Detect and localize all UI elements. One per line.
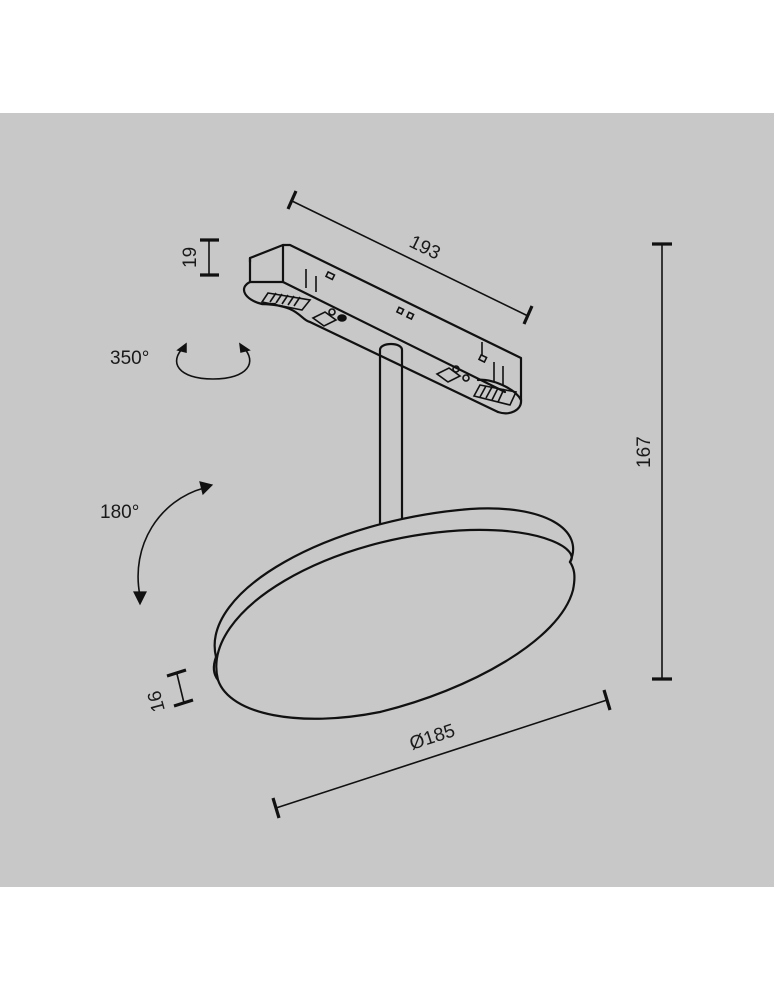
disc-head — [212, 507, 576, 720]
dimension-diameter-185: Ø185 — [271, 689, 612, 819]
dimension-diameter-185-label: Ø185 — [407, 720, 458, 754]
drawing-background — [0, 113, 774, 887]
rotation-350: 350° — [110, 342, 251, 380]
dimension-19-label: 19 — [180, 247, 201, 268]
dimension-19: 19 — [180, 238, 219, 277]
rotation-350-label: 350° — [110, 348, 149, 369]
rotation-180: 180° — [100, 481, 214, 606]
rotation-350-arrow-icon — [175, 346, 251, 380]
dimension-167: 167 — [634, 242, 672, 681]
track-adapter — [242, 243, 523, 415]
dimension-16: 16 — [144, 668, 194, 714]
dimension-167-label: 167 — [634, 436, 655, 468]
rotation-180-arrow-icon — [137, 487, 205, 597]
stem — [378, 342, 404, 525]
dimension-16-label: 16 — [144, 688, 170, 714]
rotation-180-label: 180° — [100, 502, 139, 523]
